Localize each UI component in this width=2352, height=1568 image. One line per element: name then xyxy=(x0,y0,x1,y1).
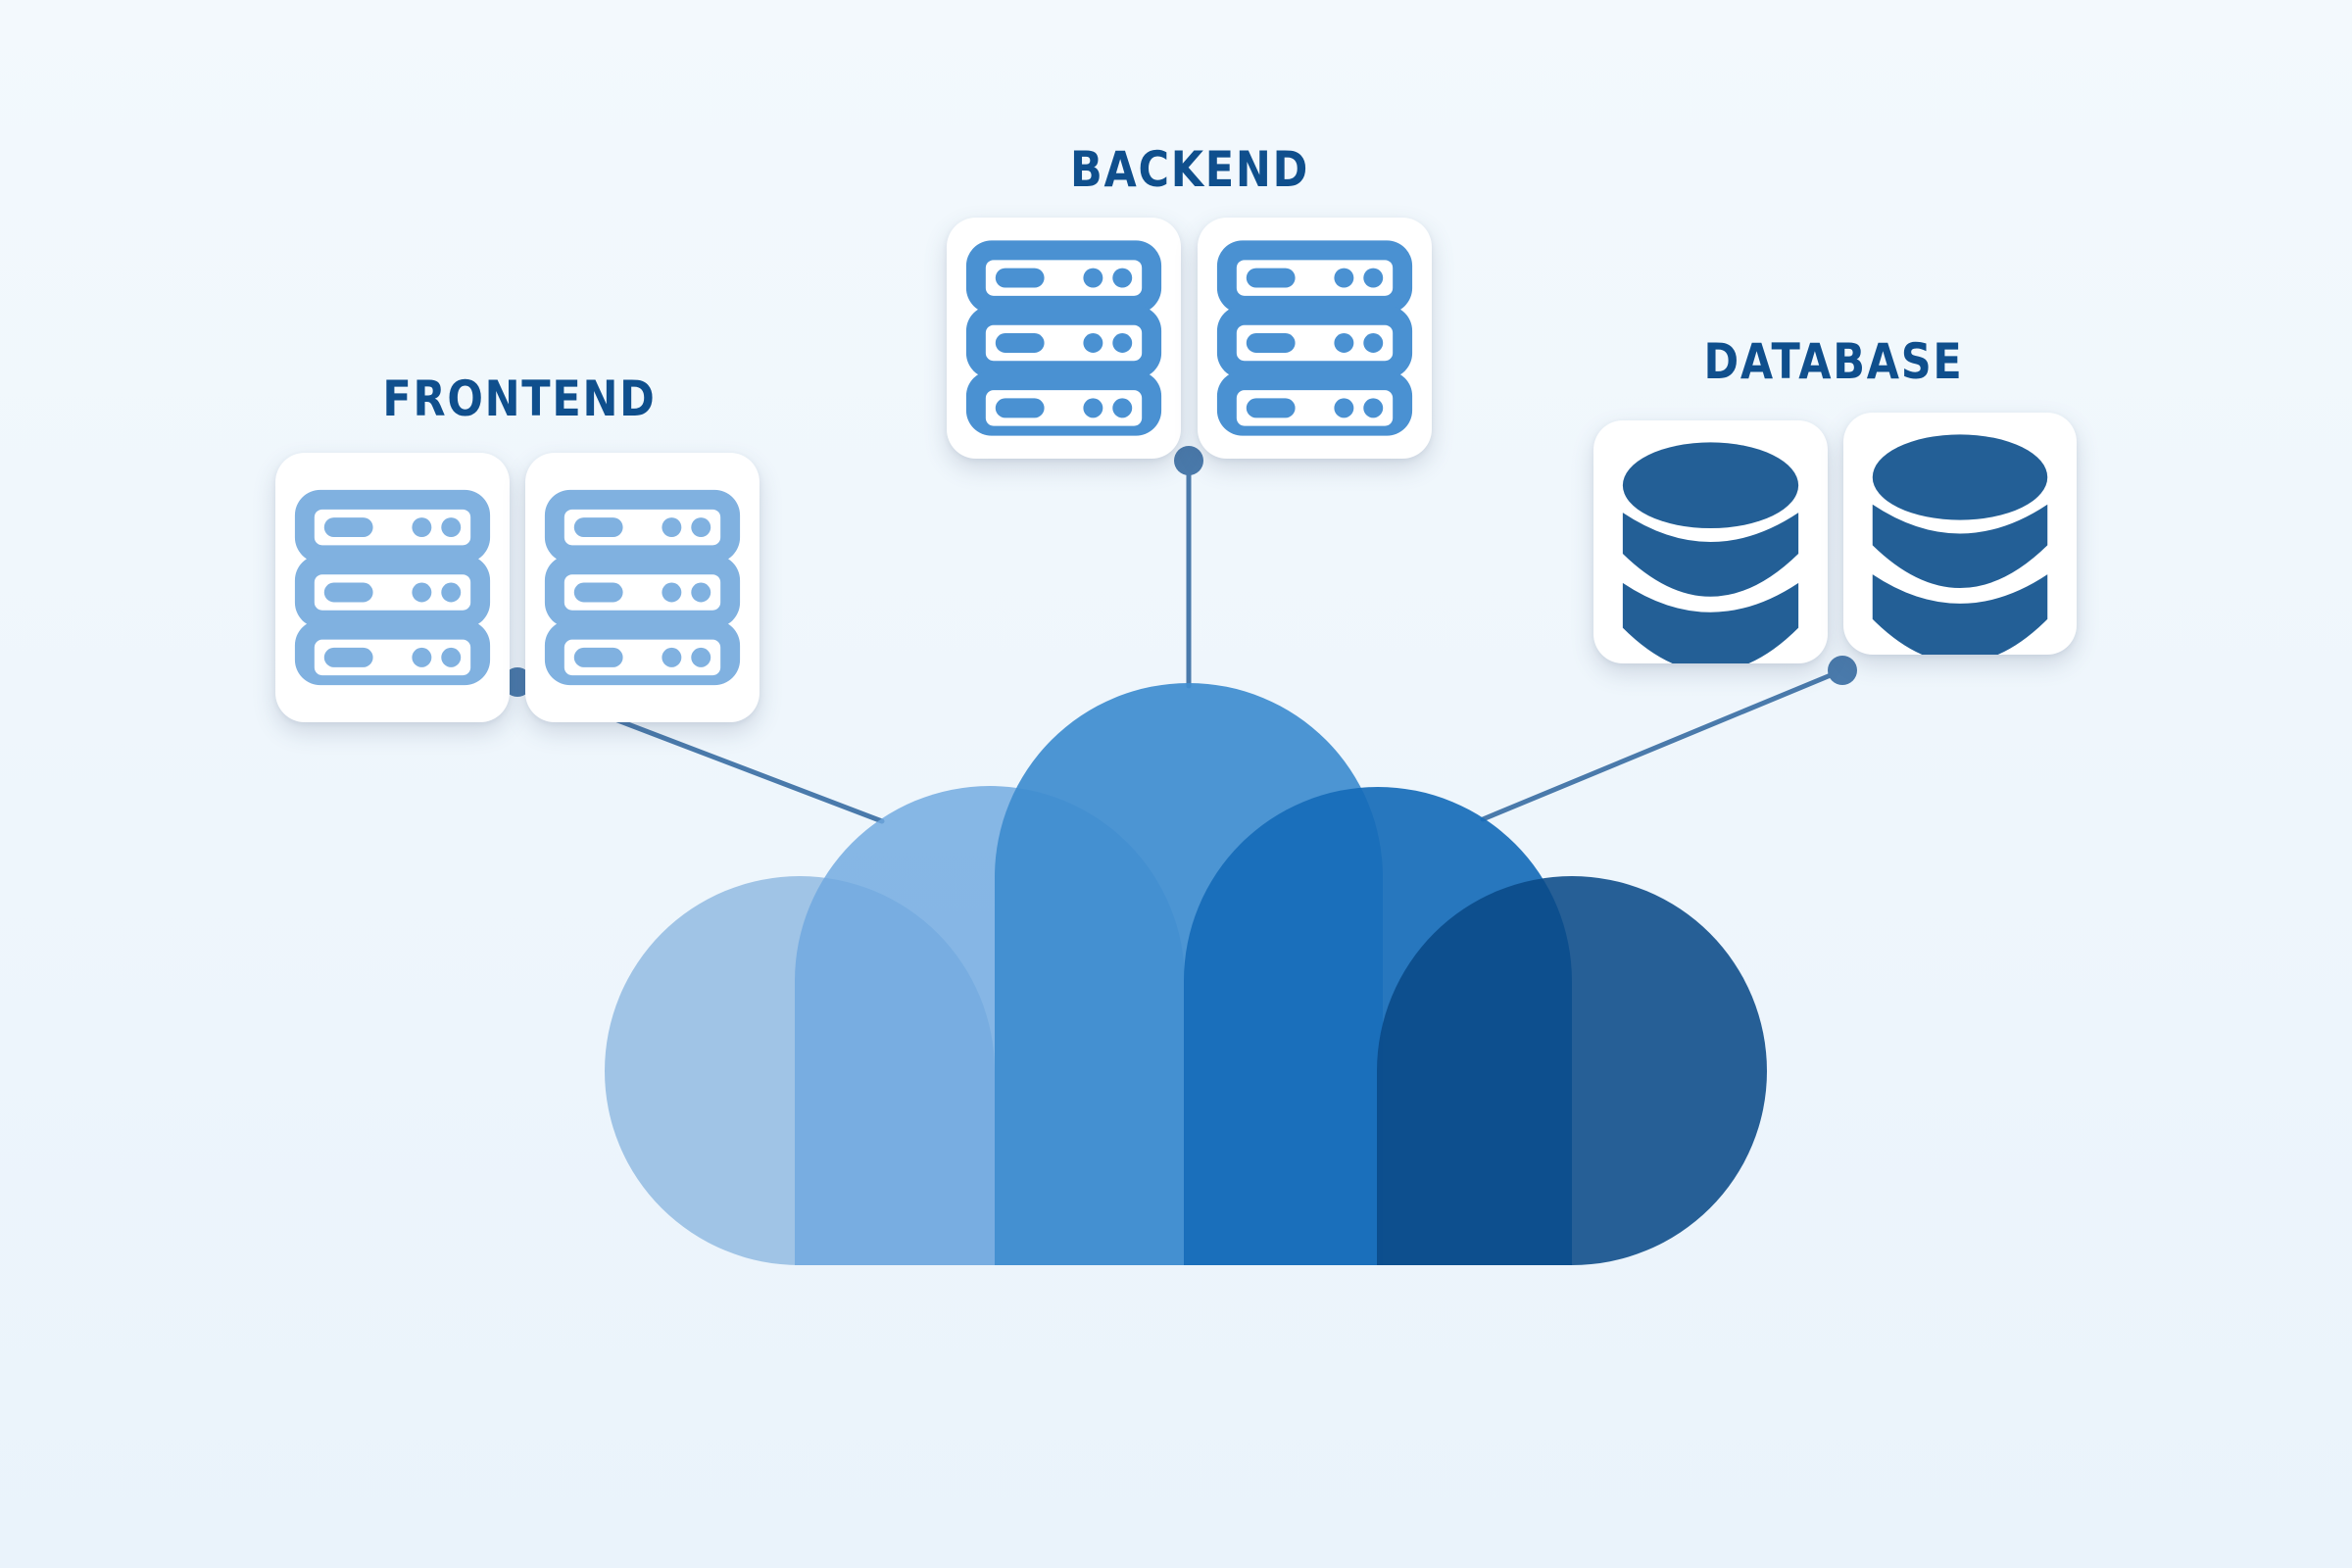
server-led xyxy=(662,647,682,667)
server-icon xyxy=(965,240,1162,436)
server-slot xyxy=(1246,333,1296,353)
server-unit xyxy=(544,489,741,564)
server-icon xyxy=(1216,240,1413,436)
server-slot xyxy=(573,582,623,603)
server-unit xyxy=(965,240,1162,314)
connector-database xyxy=(1480,667,1845,822)
server-led xyxy=(441,517,462,538)
cloud-lobe-5 xyxy=(1377,876,1767,1265)
connector-dot-database xyxy=(1828,656,1857,685)
server-led xyxy=(691,647,711,667)
server-led xyxy=(1334,333,1354,353)
server-slot xyxy=(995,333,1045,353)
group-title-database: DATABASE xyxy=(1703,333,1964,390)
server-unit xyxy=(294,555,491,628)
server-led xyxy=(1363,333,1384,353)
server-slot xyxy=(995,268,1045,288)
database-tile xyxy=(1593,420,1828,663)
server-icon xyxy=(544,489,741,686)
server-unit xyxy=(965,305,1162,379)
server-led xyxy=(1112,398,1133,418)
connector-dot-backend xyxy=(1174,446,1203,475)
server-unit xyxy=(544,555,741,628)
server-led xyxy=(662,582,682,603)
server-led xyxy=(1363,398,1384,418)
server-led xyxy=(1083,268,1103,288)
db-band xyxy=(1622,513,1799,597)
database-icon xyxy=(1622,442,1799,663)
server-led xyxy=(1334,398,1354,418)
server-unit xyxy=(1216,305,1413,379)
server-led xyxy=(412,517,432,538)
db-top xyxy=(1872,434,2048,520)
db-band xyxy=(1872,574,2048,655)
server-slot xyxy=(573,647,623,667)
server-led xyxy=(1363,268,1384,288)
server-unit xyxy=(294,489,491,564)
server-unit xyxy=(1216,240,1413,314)
server-slot xyxy=(323,582,373,603)
server-slot xyxy=(1246,398,1296,418)
server-led xyxy=(412,647,432,667)
server-led xyxy=(691,582,711,603)
db-band xyxy=(1872,504,2048,589)
server-led xyxy=(1334,268,1354,288)
connector-dots xyxy=(503,446,1857,697)
database-icon xyxy=(1872,434,2048,655)
server-slot xyxy=(995,398,1045,418)
server-led xyxy=(1083,333,1103,353)
server-unit xyxy=(965,370,1162,436)
server-tile xyxy=(1198,218,1432,459)
server-tile xyxy=(947,218,1181,459)
server-led xyxy=(1083,398,1103,418)
server-tile xyxy=(275,453,510,722)
server-tile xyxy=(525,453,760,722)
server-slot xyxy=(573,517,623,538)
server-slot xyxy=(323,647,373,667)
db-band xyxy=(1622,582,1799,663)
server-led xyxy=(412,582,432,603)
server-led xyxy=(441,647,462,667)
server-icon xyxy=(294,489,491,686)
db-top xyxy=(1622,442,1799,529)
database-tile xyxy=(1843,413,2077,655)
server-led xyxy=(441,582,462,603)
server-slot xyxy=(1246,268,1296,288)
server-slot xyxy=(323,517,373,538)
connector-dot-frontend xyxy=(503,667,532,697)
server-led xyxy=(662,517,682,538)
server-unit xyxy=(1216,370,1413,436)
server-led xyxy=(1112,333,1133,353)
server-led xyxy=(1112,268,1133,288)
group-title-backend: BACKEND xyxy=(1069,141,1310,198)
server-led xyxy=(691,517,711,538)
server-unit xyxy=(294,619,491,686)
server-unit xyxy=(544,619,741,686)
cloud-icon xyxy=(605,683,1767,1265)
group-title-frontend: FRONTEND xyxy=(382,370,657,427)
